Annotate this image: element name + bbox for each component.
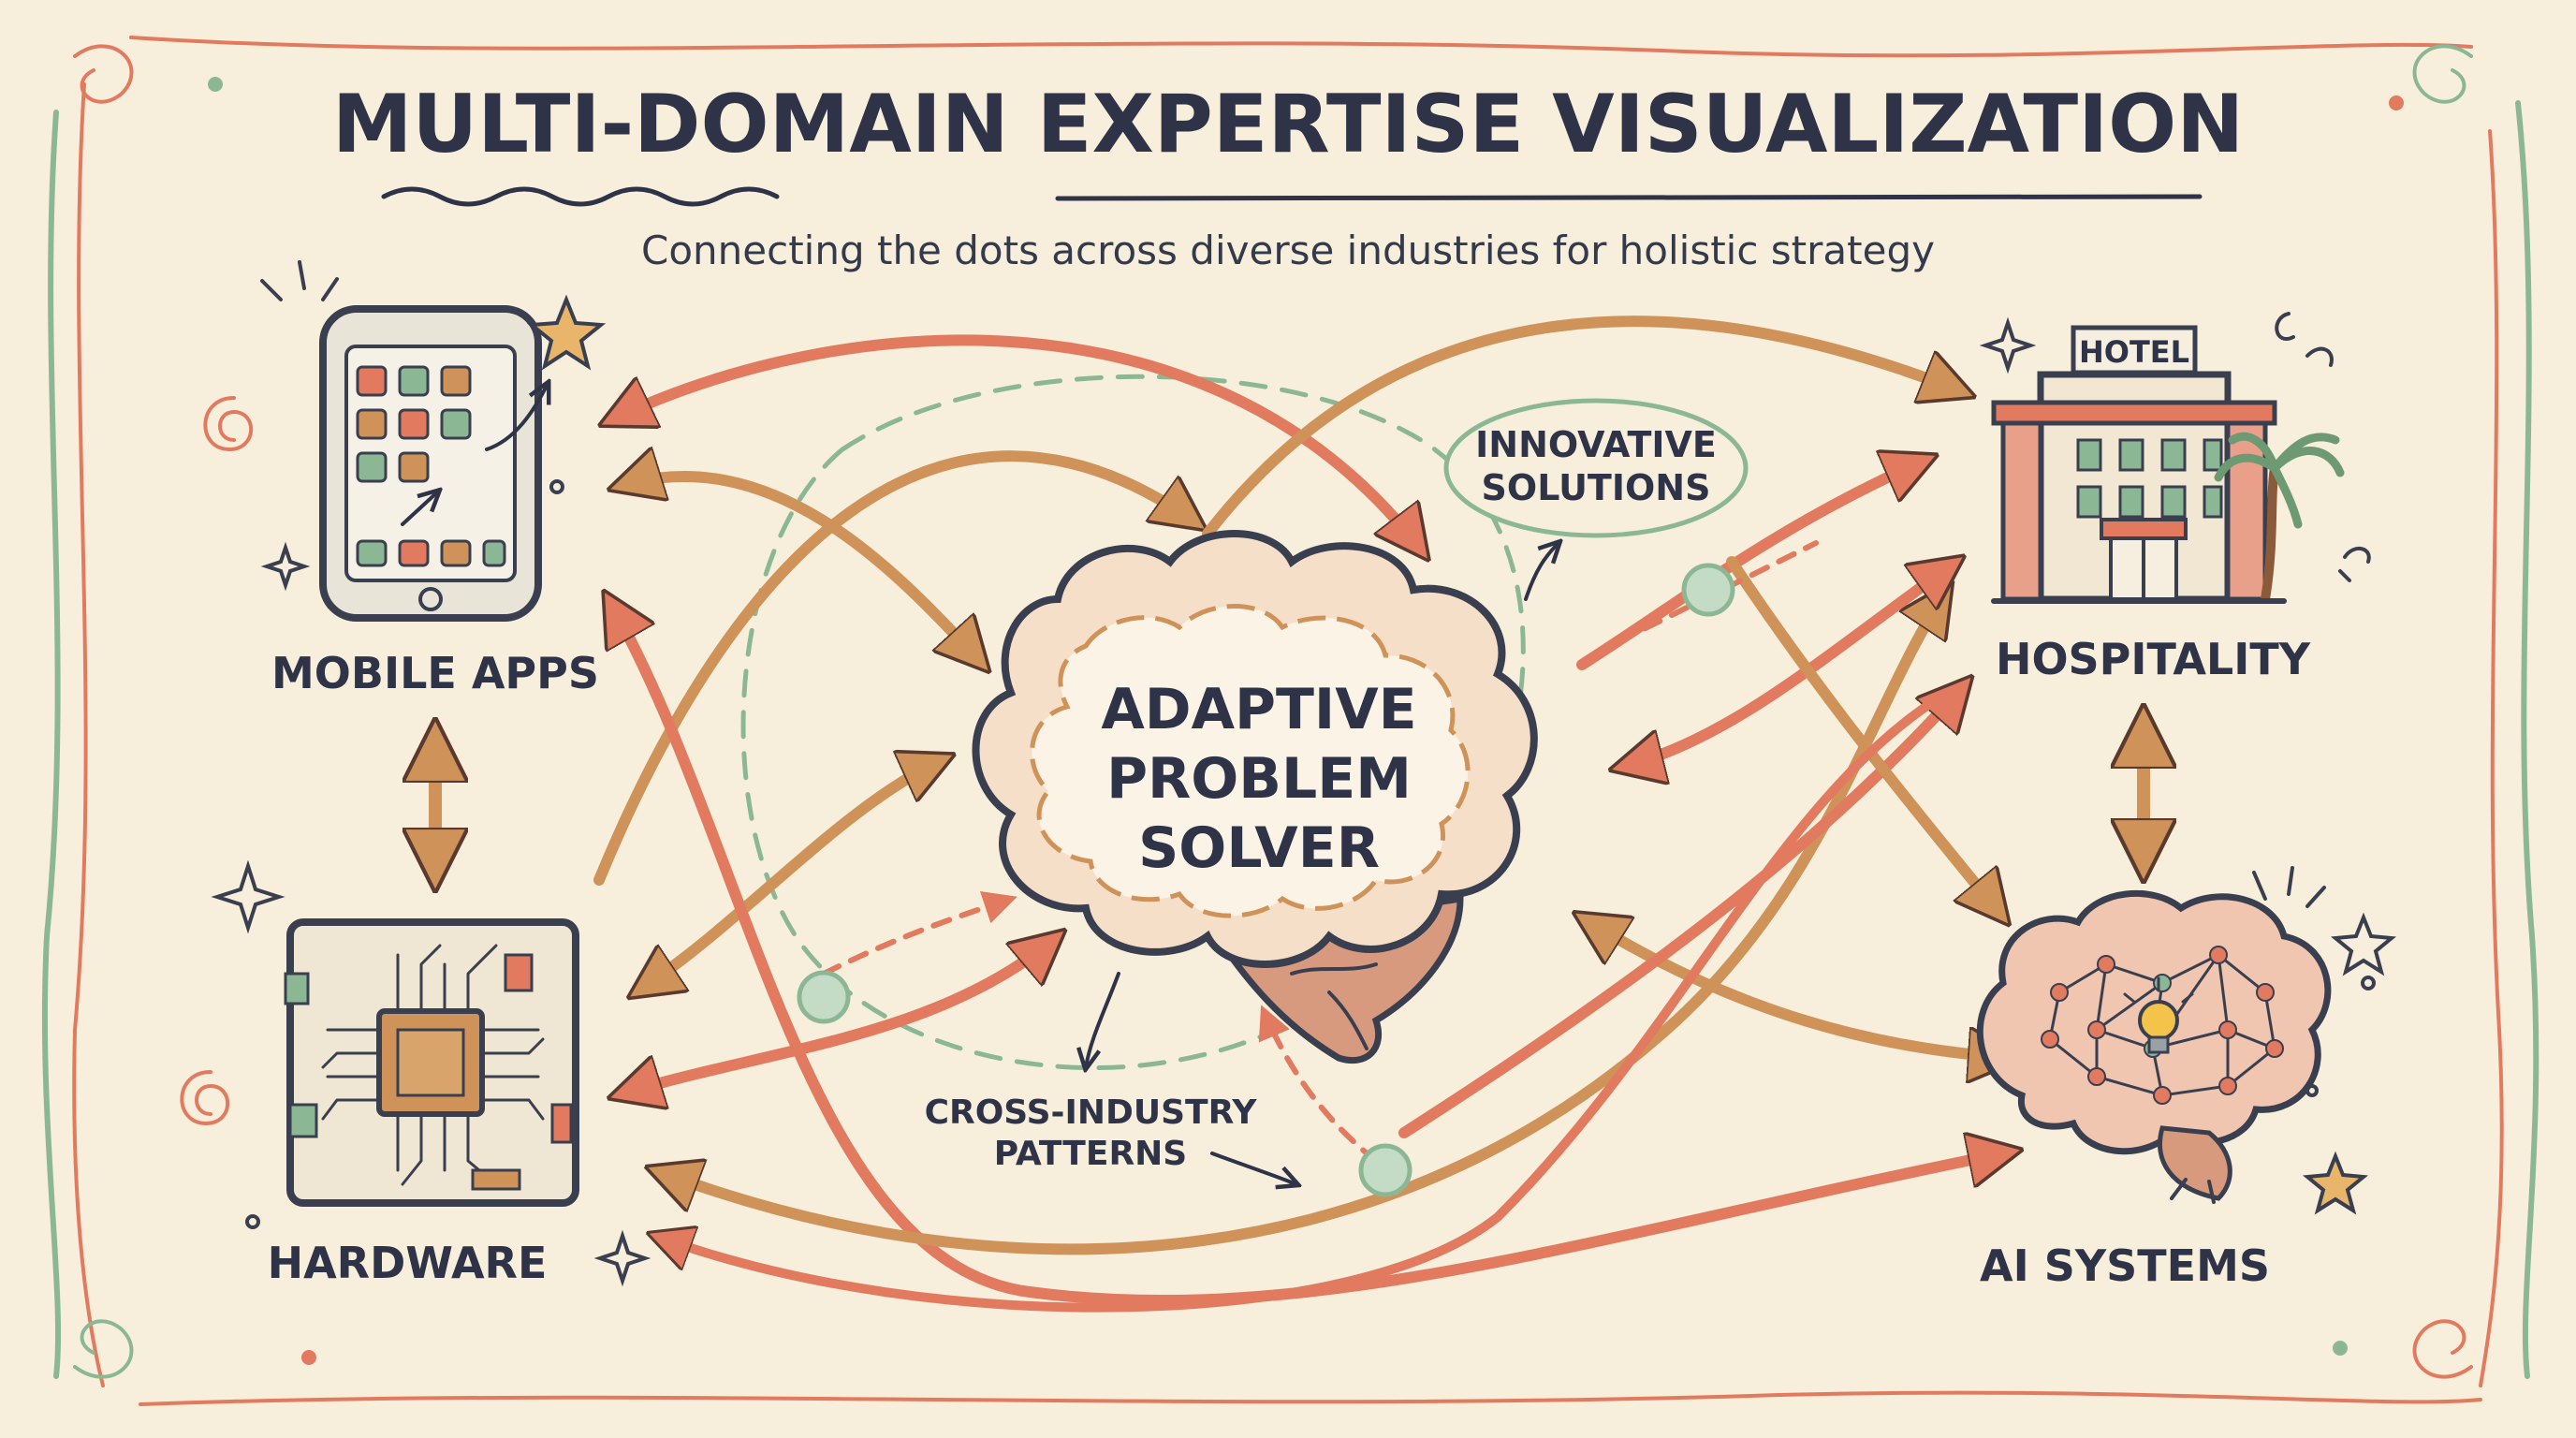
center-cloud-icon — [972, 530, 1538, 1064]
center-label-line3: SOLVER — [1138, 815, 1380, 881]
title-underline — [1055, 194, 2203, 201]
mobile-phone-icon — [319, 305, 548, 622]
arrow-mobile-center-coral — [608, 334, 1423, 552]
ai-brain-icon — [1976, 889, 2332, 1201]
junction-nodes — [797, 563, 1735, 1197]
arrow-dashed-hospitality — [1588, 540, 1819, 658]
arrow-hardware-solver — [637, 758, 945, 992]
sparkle-decorations — [211, 294, 2397, 1287]
innovative-solutions-bubble — [1443, 398, 1749, 538]
junction-node — [797, 970, 851, 1024]
arrow-center-hospitality-top — [1202, 315, 1966, 539]
domain-label-hospitality: HOSPITALITY — [1996, 634, 2311, 684]
annotation-cross-line2: PATTERNS — [994, 1135, 1187, 1173]
doodle-decorations — [180, 260, 2376, 1229]
hotel-sign-text: HOTEL — [2079, 334, 2189, 370]
annotation-innovative-line2: SOLUTIONS — [1482, 467, 1711, 508]
arrow-solver-ai — [1582, 917, 2012, 1058]
arrow-dashed-ai — [1258, 1005, 1379, 1164]
annotation-innovative-line1: INNOVATIVE — [1475, 424, 1717, 465]
hardware-chip-icon — [284, 918, 579, 1207]
junction-node — [1681, 563, 1735, 617]
center-label-line1: ADAPTIVE — [1101, 677, 1416, 742]
annotation-innovative-pointer — [1524, 543, 1559, 601]
diagram-title: MULTI-DOMAIN EXPERTISE VISUALIZATION — [332, 78, 2244, 171]
arrow-dashed-hardware — [821, 891, 1017, 976]
arrow-mobile-solver — [618, 477, 983, 665]
junction-node — [1358, 1143, 1412, 1197]
domain-label-hardware: HARDWARE — [268, 1238, 548, 1288]
title-underline-wavy — [381, 186, 780, 207]
domain-label-ai: AI SYSTEMS — [1980, 1240, 2270, 1291]
annotation-cross-pointer-right — [1210, 1152, 1296, 1184]
center-label-line2: PROBLEM — [1106, 746, 1412, 812]
domain-label-mobile: MOBILE APPS — [271, 648, 599, 698]
arrow-center-hospitality-low — [1398, 683, 1966, 1138]
decorative-border — [41, 36, 2539, 1406]
arrow-hospitality-hardware — [655, 688, 1952, 1313]
connection-arrows — [593, 315, 2012, 1313]
annotation-cross-pointer-up — [1086, 972, 1120, 1067]
diagram-subtitle: Connecting the dots across diverse indus… — [641, 227, 1935, 273]
annotation-cross-line1: CROSS-INDUSTRY — [925, 1093, 1258, 1132]
arrow-solver-hospitality-2 — [1619, 562, 1956, 768]
hotel-icon: HOTEL — [1991, 325, 2345, 604]
